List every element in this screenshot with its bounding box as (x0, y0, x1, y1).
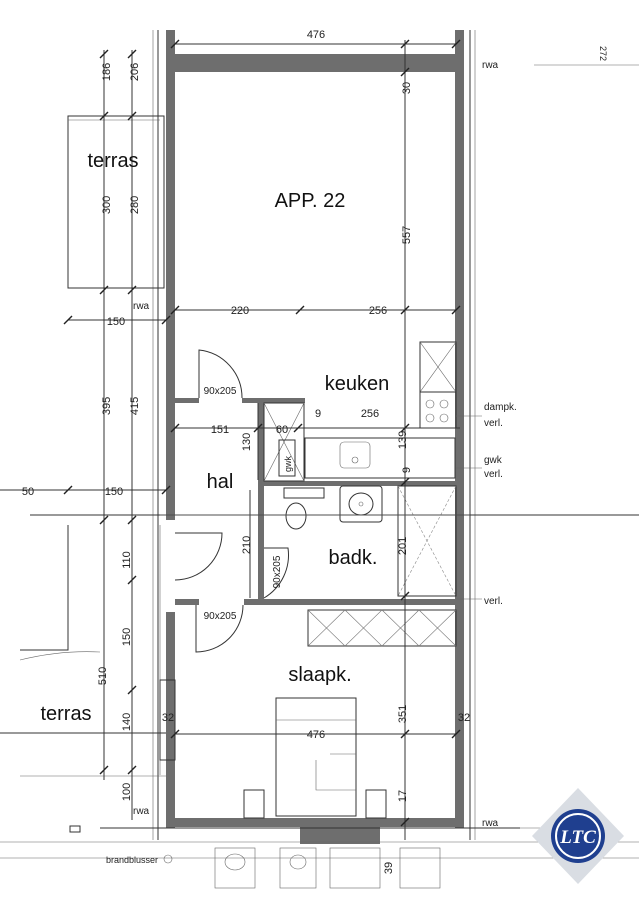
terras-top-area (67, 115, 165, 289)
dim-415: 415 (129, 397, 141, 415)
room-terras-bottom: terras (40, 703, 91, 725)
dim-9: 9 (315, 408, 321, 420)
dim-351: 351 (397, 705, 409, 723)
bathroom-fixtures (283, 485, 457, 597)
rwa-label-3: rwa (133, 806, 150, 817)
rwa-label-2: rwa (133, 301, 150, 312)
doors (174, 349, 289, 653)
room-keuken: keuken (325, 373, 390, 395)
dim-edge: 272 (598, 46, 608, 61)
dim-150c: 150 (121, 628, 133, 646)
gwk-label: gwk (484, 455, 503, 466)
dim-151: 151 (211, 424, 229, 436)
door-label-badk: 90x205 (272, 555, 283, 588)
dim-150b: 150 (105, 486, 123, 498)
ltc-logo: LTC (532, 788, 624, 884)
room-terras-top: terras (87, 150, 138, 172)
dim-510: 510 (97, 667, 109, 685)
room-badk: badk. (329, 547, 378, 569)
verl-label: verl. (484, 596, 503, 607)
room-slaapk: slaapk. (288, 664, 351, 686)
dim-300: 300 (101, 196, 113, 214)
dim-130: 130 (241, 433, 253, 451)
dim-top-width: 476 (307, 29, 325, 41)
dim-9b: 9 (401, 467, 413, 473)
dim-186: 186 (101, 63, 113, 81)
brandblusser-label: brandblusser (106, 855, 158, 865)
rwa-label-1: rwa (482, 60, 499, 71)
dim-100: 100 (121, 783, 133, 801)
dim-557: 557 (401, 226, 413, 244)
dim-395: 395 (101, 397, 113, 415)
dim-139: 139 (397, 431, 409, 449)
dim-39: 39 (383, 862, 395, 874)
walls (166, 30, 464, 844)
gwk-box (263, 402, 305, 482)
dim-280: 280 (129, 196, 141, 214)
terras-bottom-area (19, 525, 176, 775)
room-hal: hal (207, 471, 234, 493)
dim-140: 140 (121, 713, 133, 731)
logo-text: LTC (559, 827, 596, 848)
dampk-label: dampk. (484, 402, 517, 413)
door-label-slaapk: 90x205 (204, 611, 237, 622)
door-label-keuken: 90x205 (204, 386, 237, 397)
dim-201: 201 (397, 537, 409, 555)
dim-17: 17 (397, 790, 409, 802)
rwa-label-4: rwa (482, 818, 499, 829)
gwk-box-label: gwk (283, 456, 293, 473)
dim-30: 30 (401, 82, 413, 94)
dim-206: 206 (129, 63, 141, 81)
dim-32b: 32 (458, 712, 470, 724)
dim-60: 60 (276, 424, 288, 436)
kitchen-counter (304, 341, 457, 479)
gwk-verl-label: verl. (484, 469, 503, 480)
dim-110: 110 (121, 551, 133, 569)
plan-title: APP. 22 (275, 190, 346, 212)
dim-220: 220 (231, 305, 249, 317)
dim-476b: 476 (307, 729, 325, 741)
dampk-verl-label: verl. (484, 418, 503, 429)
dim-256b: 256 (361, 408, 379, 420)
dim-50: 50 (22, 486, 34, 498)
bed (243, 697, 387, 819)
wardrobe (307, 609, 457, 647)
dim-210: 210 (241, 536, 253, 554)
dim-256a: 256 (369, 305, 387, 317)
dimension-lines (0, 40, 639, 840)
dim-150a: 150 (107, 316, 125, 328)
dim-32a: 32 (162, 712, 174, 724)
